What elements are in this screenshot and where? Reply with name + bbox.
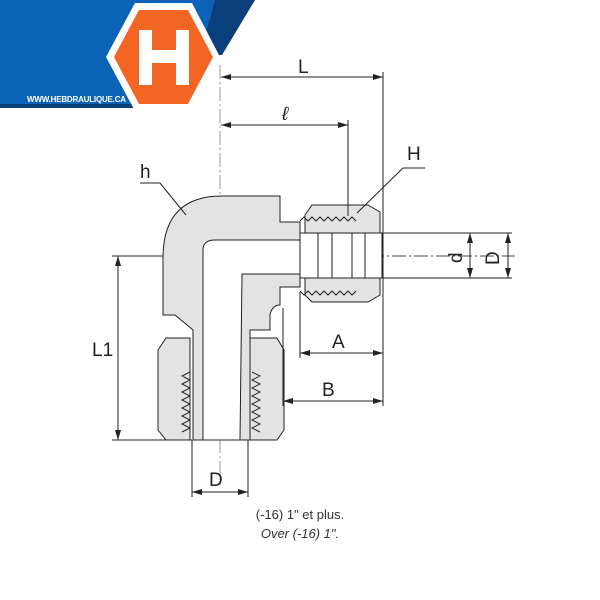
dim-L-label: L [298,57,309,78]
dim-h-label: h [140,162,151,183]
bottom-nut-left [157,337,191,441]
bottom-nut-right [249,337,285,441]
dim-A-label: A [332,332,345,353]
brand-banner [0,0,255,111]
dim-ell-label: ℓ [281,104,289,125]
dim-D-right-label: D [483,251,504,265]
dim-d-label: d [446,252,467,263]
dim-D-bottom-label: D [209,470,223,491]
website-url: WWW.HEBDRAULIQUE.CA [27,95,126,104]
dim-B-label: B [322,380,335,401]
dim-L1-label: L1 [92,340,113,361]
dim-H-label: H [407,144,421,165]
logo-hexagon [106,3,220,111]
caption-english: Over (-16) 1". [260,526,340,541]
caption-french: (-16) 1" et plus. [255,507,345,522]
